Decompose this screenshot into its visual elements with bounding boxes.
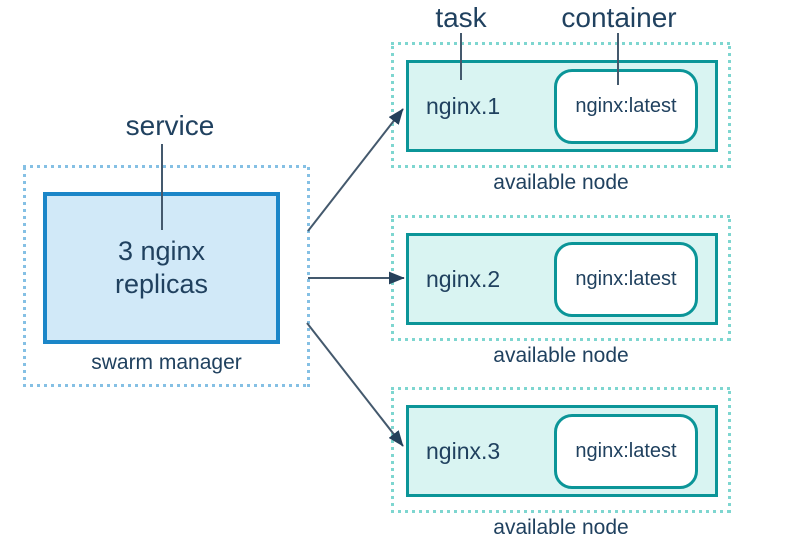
service-label: service — [125, 110, 215, 141]
task-name-2: nginx.2 — [426, 265, 501, 292]
container-image-3: nginx:latest — [575, 439, 677, 462]
container-image-1: nginx:latest — [575, 94, 677, 117]
available-node-3: nginx.3 nginx:latest available node — [391, 387, 731, 547]
node-1-caption: available node — [493, 171, 629, 194]
task-label: task — [435, 2, 487, 33]
container-box-3: nginx:latest — [554, 413, 698, 489]
node-3-caption: available node — [493, 516, 629, 539]
replicas-text-line1: 3 nginx — [117, 236, 206, 266]
container-image-2: nginx:latest — [575, 267, 677, 290]
arrow-to-node-3 — [306, 322, 404, 447]
task-name-3: nginx.3 — [426, 437, 501, 464]
arrow-to-node-1 — [307, 108, 404, 232]
container-label: container — [561, 2, 677, 33]
task-box-2: nginx.2 nginx:latest — [406, 233, 718, 325]
swarm-manager-caption: swarm manager — [91, 351, 242, 374]
node-2-caption: available node — [493, 344, 629, 367]
container-box-2: nginx:latest — [554, 241, 698, 317]
task-name-1: nginx.1 — [426, 92, 501, 119]
task-box-1: nginx.1 nginx:latest — [406, 60, 718, 152]
replicas-text-line2: replicas — [114, 269, 209, 299]
container-box-1: nginx:latest — [554, 68, 698, 144]
swarm-manager-group: 3 nginx replicas swarm manager — [23, 165, 310, 387]
available-node-2: nginx.2 nginx:latest available node — [391, 215, 731, 375]
available-node-1: nginx.1 nginx:latest available node — [391, 42, 731, 202]
task-box-3: nginx.3 nginx:latest — [406, 405, 718, 497]
service-box: 3 nginx replicas — [43, 192, 280, 344]
